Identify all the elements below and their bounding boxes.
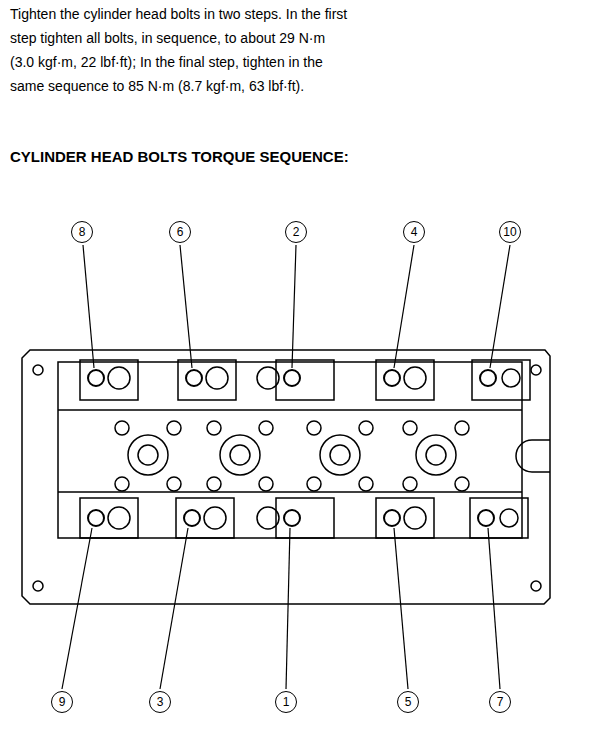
head-bolt — [384, 370, 400, 386]
small-bolt — [167, 477, 181, 491]
plug-bore — [426, 445, 446, 465]
bearing-cap — [178, 360, 236, 400]
bearing-cap — [470, 498, 528, 538]
callout-number: 2 — [285, 221, 307, 243]
cap-nut — [206, 367, 228, 389]
cap-nut — [257, 507, 279, 529]
small-bolt — [115, 421, 129, 435]
bearing-cap — [376, 498, 434, 538]
small-bolt — [359, 477, 373, 491]
leader-line — [394, 245, 414, 368]
corner-hole — [531, 365, 541, 375]
leader-line — [180, 245, 192, 368]
spark-plug-holes — [128, 435, 456, 475]
leader-line — [490, 245, 510, 368]
small-bolts — [115, 421, 469, 491]
small-bolt — [259, 421, 273, 435]
bearing-cap — [472, 360, 530, 400]
plug-hole — [416, 435, 456, 475]
callout-number: 1 — [275, 691, 297, 713]
callout-number: 5 — [397, 691, 419, 713]
leader-lines — [62, 245, 510, 689]
cap-nut — [500, 509, 518, 527]
small-bolt — [207, 421, 221, 435]
leader-line — [394, 528, 408, 689]
small-bolt — [455, 477, 469, 491]
callout-number: 4 — [403, 221, 425, 243]
leader-line — [292, 245, 296, 368]
center-line — [58, 491, 522, 493]
head-bolt — [88, 370, 104, 386]
cam-carrier — [58, 362, 522, 538]
small-bolt — [359, 421, 373, 435]
cap-nut — [108, 507, 130, 529]
leader-line — [83, 245, 94, 368]
cap-nut — [257, 367, 279, 389]
leader-line — [62, 528, 92, 689]
cap-nut — [204, 507, 226, 529]
bearing-cap — [80, 360, 138, 400]
small-bolt — [259, 477, 273, 491]
callout-number: 9 — [51, 691, 73, 713]
cap-nuts — [108, 367, 520, 529]
head-bolt — [284, 370, 300, 386]
center-line — [58, 409, 522, 411]
corner-hole — [33, 581, 43, 591]
cap-nut — [404, 367, 426, 389]
cap-nut — [502, 369, 520, 387]
small-bolt — [403, 421, 417, 435]
bearing-cap — [276, 498, 334, 538]
leader-line — [160, 528, 188, 689]
head-bolt — [384, 510, 400, 526]
end-notch — [516, 440, 550, 472]
plug-hole — [128, 435, 168, 475]
callout-number: 10 — [499, 221, 521, 243]
corner-hole — [33, 365, 43, 375]
plug-bore — [138, 445, 158, 465]
leader-line — [488, 528, 500, 689]
cap-nut — [108, 367, 130, 389]
head-bolt — [284, 510, 300, 526]
head-bolt — [88, 510, 104, 526]
head-bolt — [186, 370, 202, 386]
callout-number: 8 — [71, 221, 93, 243]
callout-number: 7 — [489, 691, 511, 713]
head-bolt — [480, 370, 496, 386]
small-bolt — [403, 477, 417, 491]
bearing-cap — [176, 498, 234, 538]
plug-hole — [220, 435, 260, 475]
head-bolt — [184, 510, 200, 526]
bearing-cap — [276, 360, 334, 400]
head-outline — [22, 350, 550, 604]
plug-bore — [330, 445, 350, 465]
cap-nut — [404, 507, 426, 529]
callout-number: 6 — [169, 221, 191, 243]
plug-bore — [230, 445, 250, 465]
small-bolt — [307, 421, 321, 435]
head-bolts — [88, 370, 496, 526]
bearing-cap — [376, 360, 434, 400]
plug-hole — [320, 435, 360, 475]
bearing-cap — [80, 498, 138, 538]
head-bolt — [478, 510, 494, 526]
torque-note: Tighten the cylinder head bolts in two s… — [10, 2, 348, 98]
small-bolt — [115, 477, 129, 491]
leader-line — [286, 528, 290, 689]
small-bolt — [207, 477, 221, 491]
callout-number: 3 — [149, 691, 171, 713]
small-bolt — [455, 421, 469, 435]
small-bolt — [167, 421, 181, 435]
small-bolt — [307, 477, 321, 491]
corner-hole — [531, 581, 541, 591]
section-heading: CYLINDER HEAD BOLTS TORQUE SEQUENCE: — [10, 148, 349, 165]
